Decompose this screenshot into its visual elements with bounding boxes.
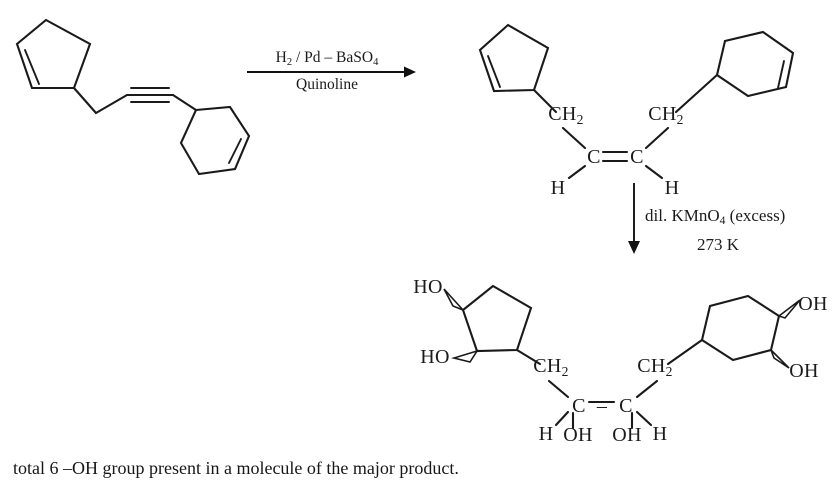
intermediate-h-left-label: H xyxy=(550,177,566,199)
intermediate-h-right-label: H xyxy=(664,177,680,199)
intermediate-c-right-label: C xyxy=(630,146,644,168)
product-c-c-bond-label: – xyxy=(596,395,608,417)
product-bond-ring-to-ch2-left xyxy=(515,348,542,366)
intermediate-bond-c-to-h-right xyxy=(644,164,664,180)
product-bond-c-to-h-right xyxy=(635,410,653,427)
intermediate-bond-c-to-h-left xyxy=(567,164,587,180)
product-bond-c-to-h-left xyxy=(554,410,570,427)
product-wedge-ho-lower-left xyxy=(451,349,479,363)
reactant-cyclohexene-ring xyxy=(179,105,251,176)
product-oh-lower-right-label: OH xyxy=(789,360,819,382)
intermediate-bond-ch2-to-ring-right xyxy=(674,73,719,114)
product-wedge-oh-lower-right xyxy=(770,349,790,369)
product-bond-ch2-to-c-left xyxy=(547,379,570,399)
intermediate-cyclohexene-ring xyxy=(715,30,795,98)
intermediate-cyclopentene-ring xyxy=(478,23,550,93)
product-oh-right-label: OH xyxy=(612,424,642,446)
product-oh-left-label: OH xyxy=(563,424,593,446)
product-ch2-left-label: CH2 xyxy=(533,355,569,379)
product-cyclohexane-ring xyxy=(700,294,781,362)
caption-text: total 6 –OH group present in a molecule … xyxy=(13,458,459,478)
product-oh-upper-right-label: OH xyxy=(798,293,828,315)
reaction-arrow-step1 xyxy=(247,66,416,78)
intermediate-bond-ch2-to-c-left xyxy=(561,126,587,150)
intermediate-double-bond xyxy=(601,150,629,163)
product-c-right-label: C xyxy=(619,395,633,417)
product-cyclopentane-ring xyxy=(461,284,533,353)
intermediate-ch2-left-label: CH2 xyxy=(548,103,584,127)
reaction-arrow-step2 xyxy=(628,183,640,254)
product-bond-c-to-ch2-right xyxy=(635,379,659,399)
reagent-step2-line1: dil. KMnO4 (excess) xyxy=(645,206,786,228)
intermediate-bond-c-to-ch2-right xyxy=(644,126,670,150)
intermediate-ch2-right-label: CH2 xyxy=(648,103,684,127)
intermediate-bond-ring-to-ch2-left xyxy=(532,88,558,114)
product-h-left-label: H xyxy=(538,423,554,445)
reactant-alkyne-chain xyxy=(72,86,198,115)
product-ho-upper-left-label: HO xyxy=(413,276,443,298)
product-bond-ch2-to-ring-right xyxy=(666,338,704,366)
product-c-left-label: C xyxy=(572,395,586,417)
reagent-step1-below: Quinoline xyxy=(296,76,358,93)
reagent-step1-above: H2 / Pd – BaSO4 xyxy=(275,49,379,68)
reagent-step2-line2: 273 K xyxy=(696,235,740,254)
product-ch2-right-label: CH2 xyxy=(637,355,673,379)
intermediate-c-left-label: C xyxy=(587,146,601,168)
reactant-cyclopentene-ring xyxy=(15,18,92,90)
product-ho-lower-left-label: HO xyxy=(420,346,450,368)
product-wedge-ho-upper-left xyxy=(443,288,464,311)
product-wedge-oh-upper-right xyxy=(777,299,801,319)
product-h-right-label: H xyxy=(652,423,668,445)
